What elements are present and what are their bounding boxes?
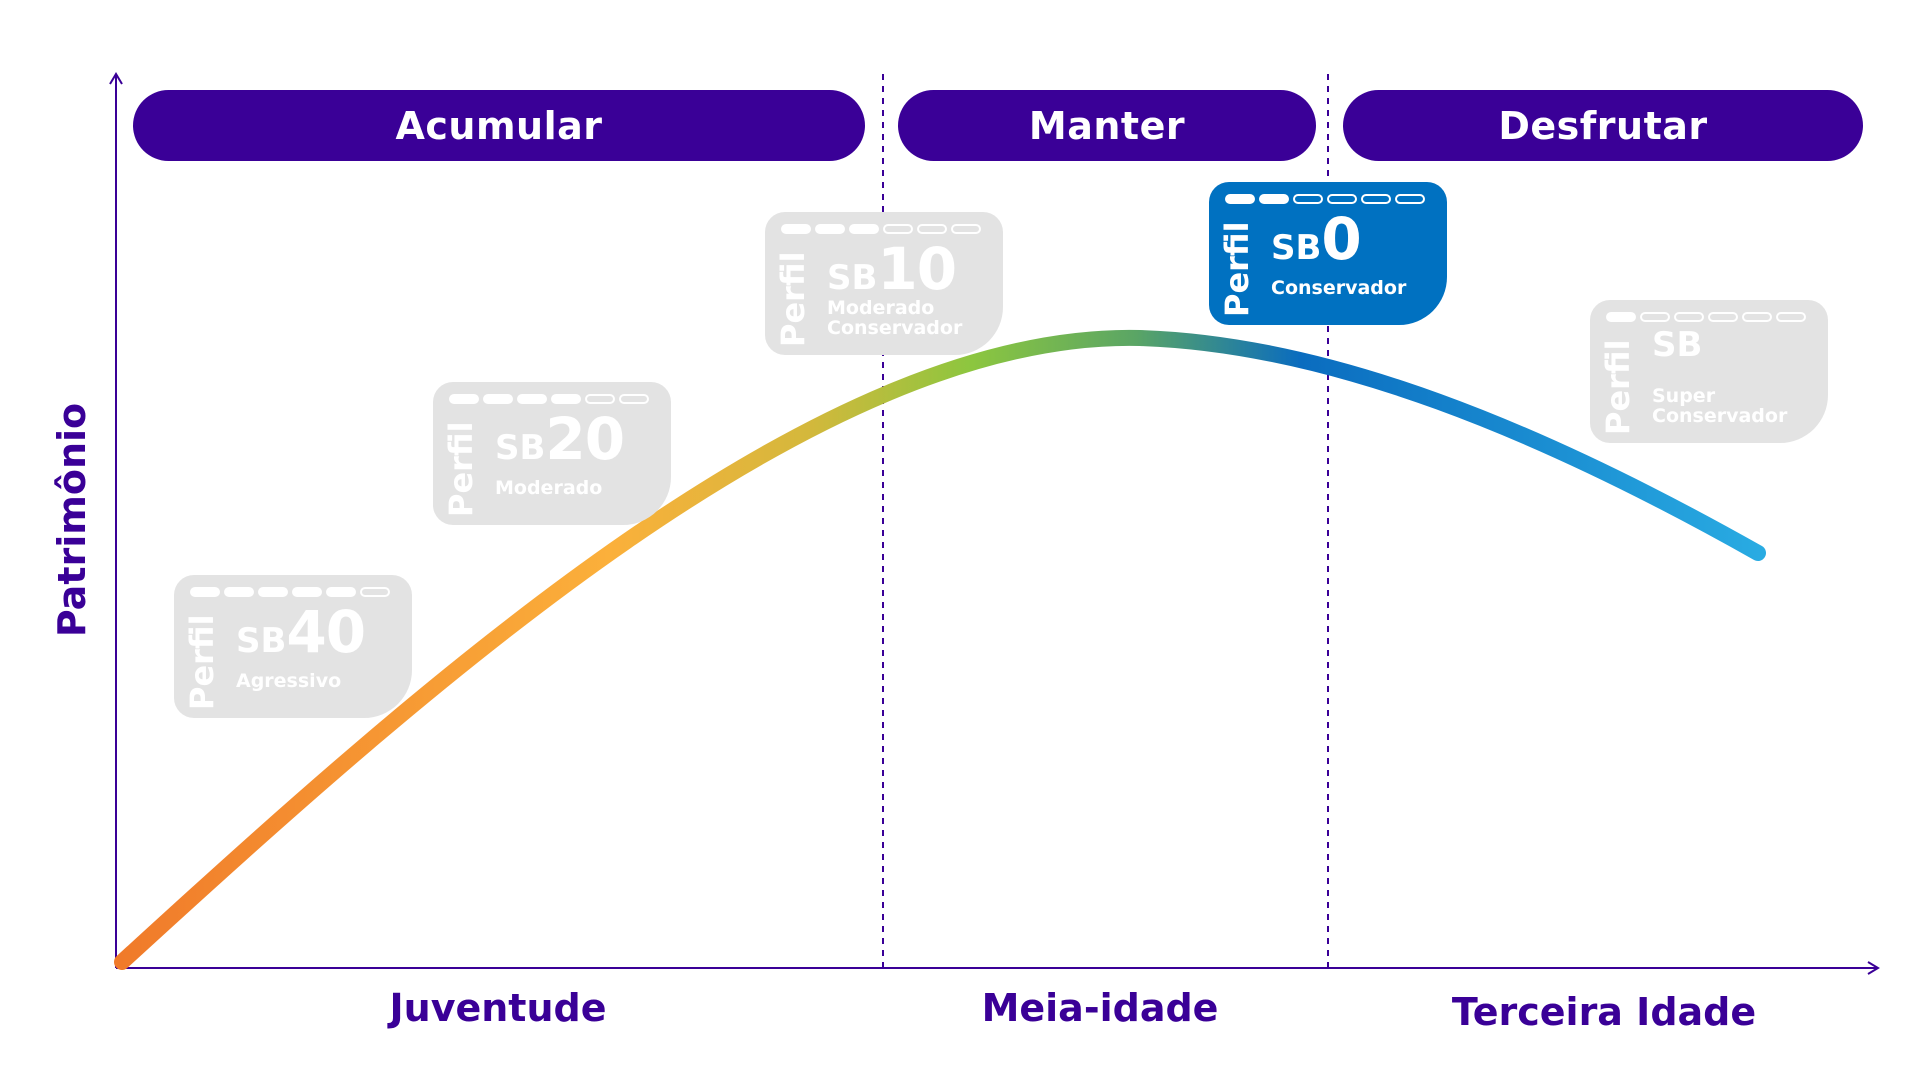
card-name-line1: Agressivo xyxy=(236,670,342,692)
card-prefix: SB xyxy=(1652,325,1703,365)
card-perfil-label: Perfil xyxy=(183,614,221,710)
card-profile-name: Super Conservador xyxy=(1652,386,1787,426)
risk-segment-filled xyxy=(1259,194,1289,204)
card-perfil-label: Perfil xyxy=(1218,221,1256,317)
phase-desfrutar: Desfrutar xyxy=(1343,90,1863,161)
card-profile-name: Moderado Conservador xyxy=(827,298,962,338)
risk-segment-empty xyxy=(1674,312,1704,322)
profile-card-sb0: Perfil SB 0 Conservador xyxy=(1209,182,1447,325)
risk-segment-filled xyxy=(517,394,547,404)
phase-acumular-label: Acumular xyxy=(395,103,603,148)
risk-meter xyxy=(1225,194,1425,204)
risk-segment-filled xyxy=(449,394,479,404)
risk-segment-filled xyxy=(190,587,220,597)
risk-segment-empty xyxy=(883,224,913,234)
phase-desfrutar-label: Desfrutar xyxy=(1498,103,1708,148)
risk-segment-empty xyxy=(360,587,390,597)
risk-meter xyxy=(781,224,981,234)
risk-segment-empty xyxy=(951,224,981,234)
card-prefix: SB xyxy=(1271,228,1322,268)
profile-card-sb20: Perfil SB 20 Moderado xyxy=(433,382,671,525)
stage-meia-idade: Meia-idade xyxy=(981,986,1219,1030)
card-number: 40 xyxy=(286,598,366,666)
risk-segment-empty xyxy=(1293,194,1323,204)
phase-manter-label: Manter xyxy=(1028,103,1186,148)
stage-terceira-idade: Terceira Idade xyxy=(1451,990,1757,1034)
card-prefix: SB xyxy=(827,258,878,298)
profile-card-sb-super: Perfil SB Super Conservador xyxy=(1590,300,1828,443)
x-axis-arrow xyxy=(1867,961,1880,975)
risk-segment-filled xyxy=(1225,194,1255,204)
risk-segment-filled xyxy=(326,587,356,597)
card-code: SB 40 xyxy=(236,598,366,666)
risk-segment-empty xyxy=(619,394,649,404)
card-number: 10 xyxy=(877,235,957,303)
risk-segment-empty xyxy=(1640,312,1670,322)
card-name-line1: Moderado xyxy=(827,297,935,319)
risk-segment-filled xyxy=(292,587,322,597)
card-prefix: SB xyxy=(495,428,546,468)
risk-segment-empty xyxy=(1327,194,1357,204)
risk-meter xyxy=(449,394,649,404)
risk-segment-filled xyxy=(258,587,288,597)
card-number: 0 xyxy=(1321,205,1361,273)
card-code: SB xyxy=(1652,328,1702,362)
card-number: 20 xyxy=(545,405,625,473)
risk-segment-filled xyxy=(551,394,581,404)
card-prefix: SB xyxy=(236,621,287,661)
risk-segment-filled xyxy=(483,394,513,404)
card-profile-name: Conservador xyxy=(1271,278,1406,298)
card-perfil-label: Perfil xyxy=(774,251,812,347)
risk-segment-empty xyxy=(1395,194,1425,204)
risk-segment-filled xyxy=(1606,312,1636,322)
profile-card-sb10: Perfil SB 10 Moderado Conservador xyxy=(765,212,1003,355)
risk-segment-empty xyxy=(1776,312,1806,322)
risk-segment-empty xyxy=(917,224,947,234)
risk-meter xyxy=(190,587,390,597)
phase-acumular: Acumular xyxy=(133,90,865,161)
y-axis-arrow xyxy=(109,72,123,85)
card-name-line1: Conservador xyxy=(1271,277,1407,299)
y-axis-label: Patrimônio xyxy=(50,402,94,638)
card-name-line1: Moderado xyxy=(495,477,603,499)
risk-segment-empty xyxy=(585,394,615,404)
risk-meter xyxy=(1606,312,1806,322)
profile-card-sb40: Perfil SB 40 Agressivo xyxy=(174,575,412,718)
stage-juventude: Juventude xyxy=(389,986,607,1030)
card-name-line2: Conservador xyxy=(827,317,963,339)
card-code: SB 10 xyxy=(827,235,957,303)
risk-segment-filled xyxy=(815,224,845,234)
card-name-line2: Conservador xyxy=(1652,405,1788,427)
card-code: SB 20 xyxy=(495,405,625,473)
risk-segment-empty xyxy=(1742,312,1772,322)
wealth-curve xyxy=(114,329,1766,970)
card-profile-name: Moderado xyxy=(495,478,602,498)
card-name-line1: Super xyxy=(1652,385,1716,407)
risk-segment-empty xyxy=(1708,312,1738,322)
card-code: SB 0 xyxy=(1271,205,1362,273)
card-profile-name: Agressivo xyxy=(236,671,341,691)
risk-segment-empty xyxy=(1361,194,1391,204)
phase-manter: Manter xyxy=(898,90,1316,161)
card-perfil-label: Perfil xyxy=(1599,339,1637,435)
risk-segment-filled xyxy=(781,224,811,234)
risk-segment-filled xyxy=(224,587,254,597)
risk-segment-filled xyxy=(849,224,879,234)
card-perfil-label: Perfil xyxy=(442,421,480,517)
